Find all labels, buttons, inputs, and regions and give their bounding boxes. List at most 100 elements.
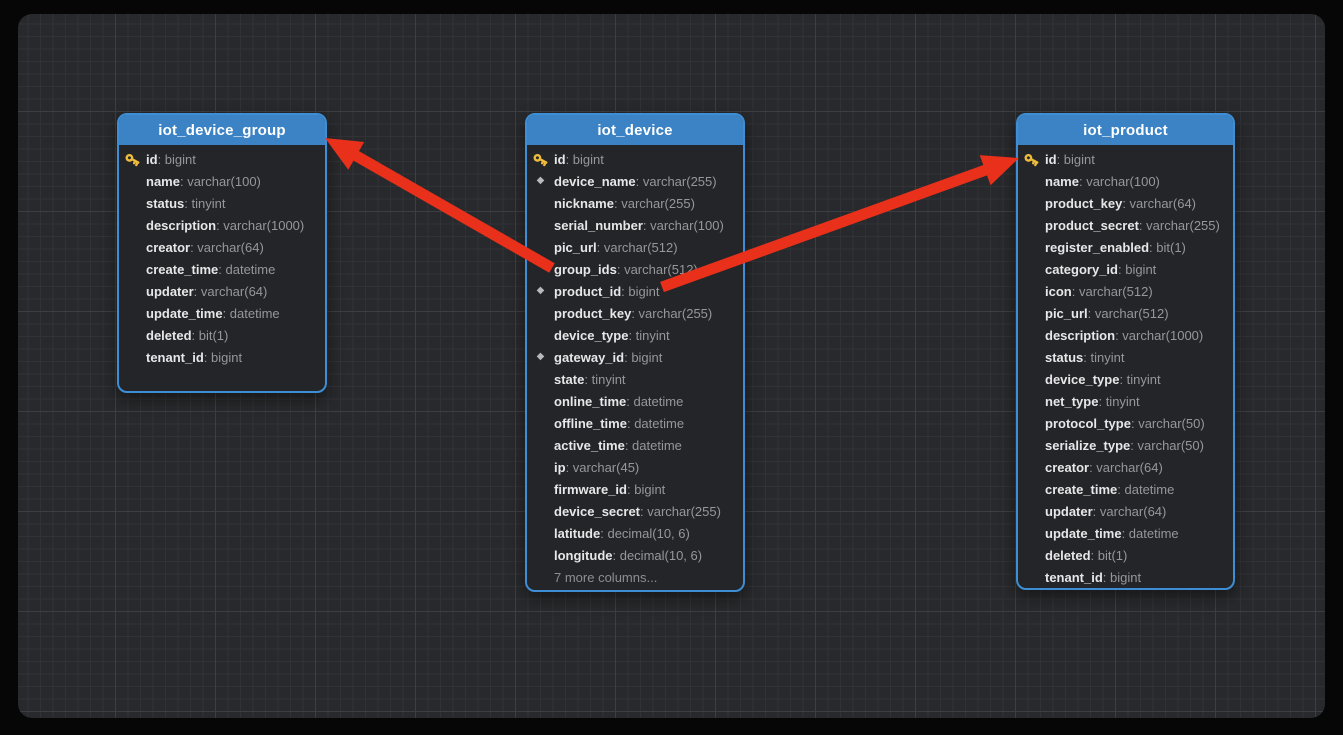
table-field-row: device_type : tinyint bbox=[1018, 368, 1233, 390]
field-name: creator bbox=[1045, 459, 1090, 475]
field-name: updater bbox=[146, 283, 194, 299]
field-type: : varchar(64) bbox=[1089, 459, 1163, 475]
field-name: device_name bbox=[554, 173, 636, 189]
table-title: iot_device_group bbox=[158, 121, 286, 139]
table-field-row: ◆ product_id : bigint bbox=[527, 280, 743, 302]
field-name: active_time bbox=[554, 437, 625, 453]
table-header[interactable]: iot_device_group bbox=[119, 115, 325, 145]
table-field-row: protocol_type : varchar(50) bbox=[1018, 412, 1233, 434]
field-name: nickname bbox=[554, 195, 614, 211]
field-name: protocol_type bbox=[1045, 415, 1131, 431]
field-name: offline_time bbox=[554, 415, 627, 431]
table-field-row: tenant_id : bigint bbox=[1018, 566, 1233, 588]
field-name: firmware_id bbox=[554, 481, 627, 497]
table-field-row: ◆ device_name : varchar(255) bbox=[527, 170, 743, 192]
field-name: deleted bbox=[1045, 547, 1091, 563]
table-field-row: product_key : varchar(255) bbox=[527, 302, 743, 324]
table-field-row: name : varchar(100) bbox=[119, 170, 325, 192]
table-field-row: group_ids : varchar(512) bbox=[527, 258, 743, 280]
table-field-row: tenant_id : bigint bbox=[119, 346, 325, 368]
table-field-row: creator : varchar(64) bbox=[119, 236, 325, 258]
table-field-row: online_time : datetime bbox=[527, 390, 743, 412]
primary-key-icon bbox=[119, 151, 146, 168]
field-type: : varchar(64) bbox=[1092, 503, 1167, 519]
field-name: id bbox=[1045, 151, 1057, 167]
field-type: : varchar(64) bbox=[193, 283, 268, 299]
table-field-row: firmware_id : bigint bbox=[527, 478, 743, 500]
field-type: : varchar(255) bbox=[613, 195, 695, 211]
field-type: : bigint bbox=[1117, 261, 1157, 277]
field-type: : tinyint bbox=[1119, 371, 1161, 387]
table-field-row: product_key : varchar(64) bbox=[1018, 192, 1233, 214]
field-type: : varchar(64) bbox=[1122, 195, 1197, 211]
table-field-row: net_type : tinyint bbox=[1018, 390, 1233, 412]
field-type: : bit(1) bbox=[1090, 547, 1128, 563]
field-name: online_time bbox=[554, 393, 627, 409]
table-field-row: active_time : datetime bbox=[527, 434, 743, 456]
field-type: : datetime bbox=[218, 261, 276, 277]
table-field-row: serial_number : varchar(100) bbox=[527, 214, 743, 236]
field-type: : varchar(512) bbox=[596, 239, 678, 255]
field-name: device_type bbox=[1045, 371, 1120, 387]
table-header[interactable]: iot_device bbox=[527, 115, 743, 145]
field-name: category_id bbox=[1045, 261, 1118, 277]
field-type: : varchar(512) bbox=[616, 261, 698, 277]
table-field-row: creator : varchar(64) bbox=[1018, 456, 1233, 478]
field-name: group_ids bbox=[554, 261, 617, 277]
table-title: iot_device bbox=[597, 121, 673, 139]
field-type: : bigint bbox=[565, 151, 604, 167]
table-field-row: ◆ gateway_id : bigint bbox=[527, 346, 743, 368]
field-type: : tinyint bbox=[1083, 349, 1125, 365]
table-field-row: nickname : varchar(255) bbox=[527, 192, 743, 214]
field-type: : varchar(45) bbox=[565, 459, 640, 475]
field-type: : datetime bbox=[626, 393, 684, 409]
table-field-row: product_secret : varchar(255) bbox=[1018, 214, 1233, 236]
field-type: : varchar(1000) bbox=[216, 217, 305, 233]
db-table[interactable]: iot_device_group id : bigint name : varc… bbox=[117, 113, 327, 393]
table-field-row: update_time : datetime bbox=[119, 302, 325, 324]
field-type: : bigint bbox=[1102, 569, 1142, 585]
table-title: iot_product bbox=[1083, 121, 1168, 139]
foreign-key-icon: ◆ bbox=[536, 285, 545, 296]
table-field-row: update_time : datetime bbox=[1018, 522, 1233, 544]
field-type: : bigint bbox=[203, 349, 243, 365]
field-name: creator bbox=[146, 239, 191, 255]
field-name: state bbox=[554, 371, 585, 387]
table-field-row: updater : varchar(64) bbox=[119, 280, 325, 302]
field-name: tenant_id bbox=[1045, 569, 1103, 585]
field-name: id bbox=[146, 151, 158, 167]
table-fields: id : bigint name : varchar(100) product_… bbox=[1018, 145, 1233, 588]
field-name: create_time bbox=[1045, 481, 1118, 497]
more-columns-row: 7 more columns... bbox=[527, 566, 743, 588]
field-type: : varchar(50) bbox=[1130, 437, 1204, 453]
field-type: : varchar(512) bbox=[1071, 283, 1153, 299]
field-name: icon bbox=[1045, 283, 1072, 299]
field-name: deleted bbox=[146, 327, 192, 343]
field-name: id bbox=[554, 151, 566, 167]
table-field-row: device_type : tinyint bbox=[527, 324, 743, 346]
field-type: : varchar(512) bbox=[1087, 305, 1169, 321]
table-field-row: create_time : datetime bbox=[1018, 478, 1233, 500]
table-field-row: name : varchar(100) bbox=[1018, 170, 1233, 192]
field-name: name bbox=[146, 173, 180, 189]
table-field-row: latitude : decimal(10, 6) bbox=[527, 522, 743, 544]
field-name: description bbox=[146, 217, 217, 233]
table-fields: id : bigint ◆ device_name : varchar(255)… bbox=[527, 145, 743, 588]
field-type: : varchar(255) bbox=[1138, 217, 1220, 233]
primary-key-icon bbox=[527, 151, 554, 168]
field-type: : datetime bbox=[1117, 481, 1175, 497]
field-type: : decimal(10, 6) bbox=[612, 547, 703, 563]
field-type: 7 more columns... bbox=[554, 569, 658, 585]
field-type: : decimal(10, 6) bbox=[600, 525, 690, 541]
db-table[interactable]: iot_product id : bigint name : varchar(1… bbox=[1016, 113, 1235, 590]
field-type: : varchar(1000) bbox=[1115, 327, 1204, 343]
table-field-row: device_secret : varchar(255) bbox=[527, 500, 743, 522]
table-header[interactable]: iot_product bbox=[1018, 115, 1233, 145]
field-type: : bigint bbox=[624, 349, 663, 365]
table-field-row: updater : varchar(64) bbox=[1018, 500, 1233, 522]
table-field-row: description : varchar(1000) bbox=[1018, 324, 1233, 346]
db-table[interactable]: iot_device id : bigint ◆ device_name : v… bbox=[525, 113, 745, 592]
field-name: create_time bbox=[146, 261, 219, 277]
field-name: product_key bbox=[554, 305, 632, 321]
table-field-row: create_time : datetime bbox=[119, 258, 325, 280]
